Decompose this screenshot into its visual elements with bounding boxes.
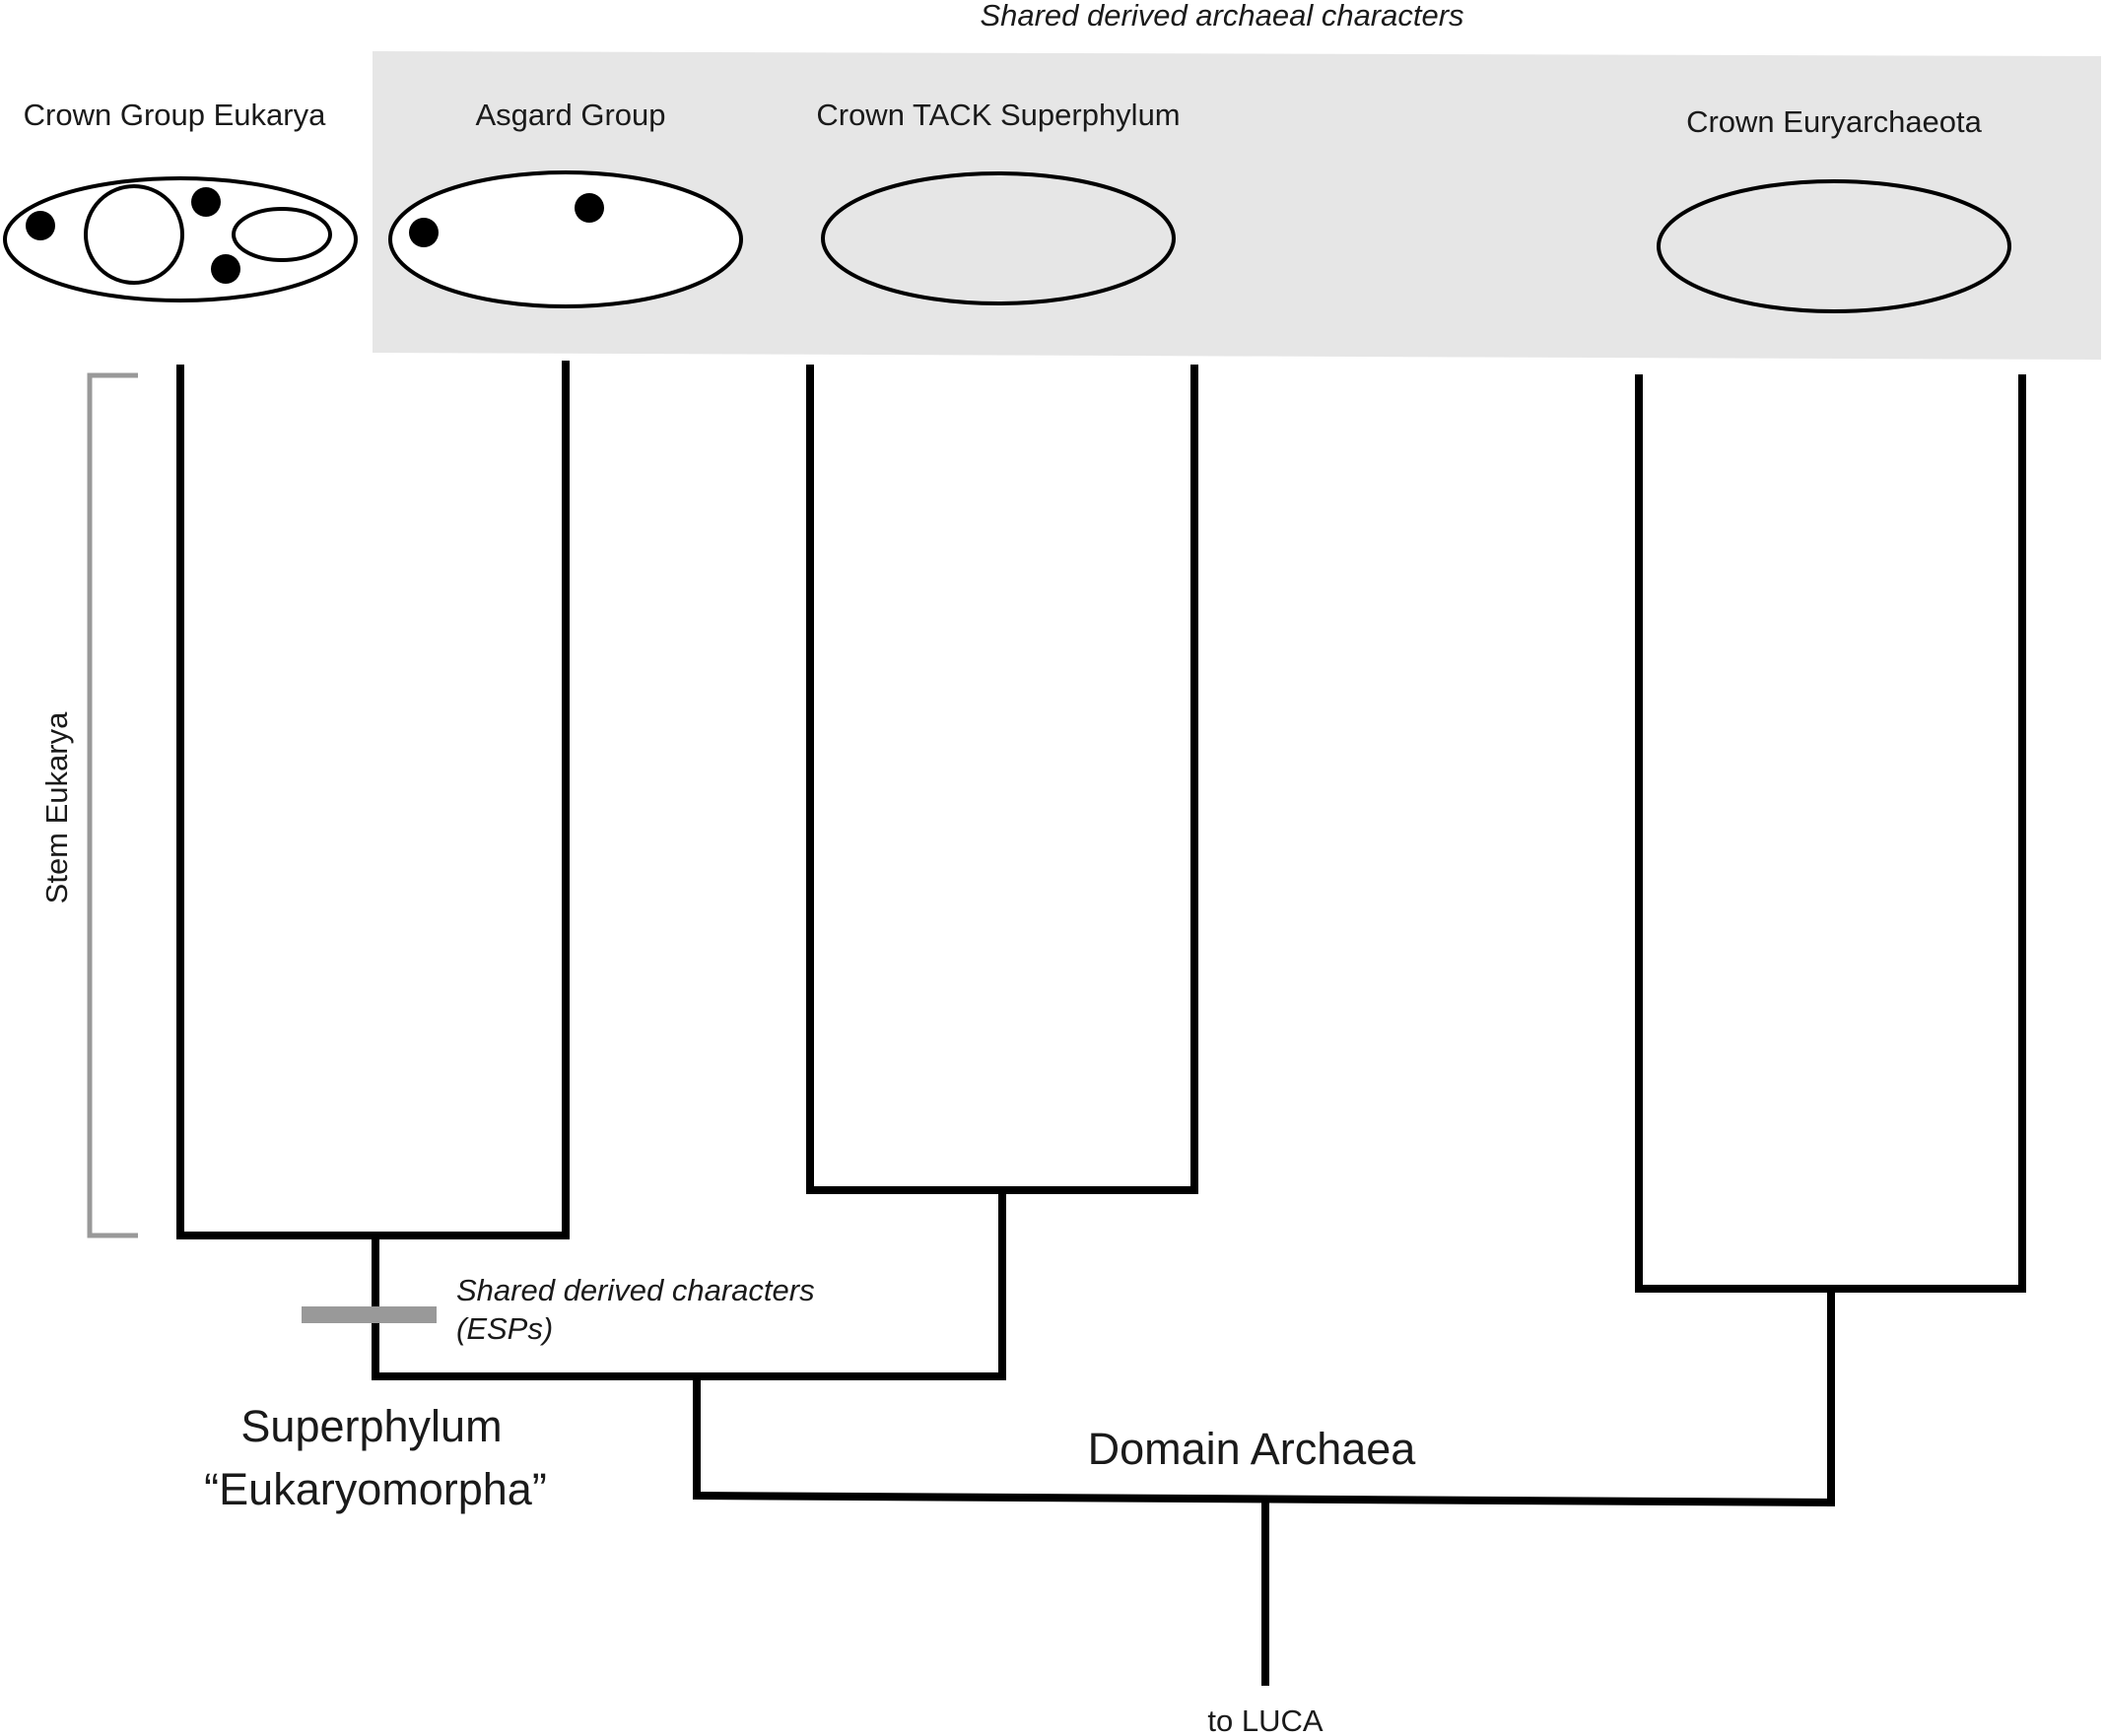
domain-archaea-label: Domain Archaea xyxy=(1088,1424,1417,1474)
dot-shape xyxy=(211,254,240,284)
branch-eukarya-asgard xyxy=(176,361,570,1239)
branch-tack xyxy=(806,365,1198,1194)
archaeal-shaded-region xyxy=(373,51,2101,360)
tree-branches xyxy=(176,361,2026,1686)
dot-shape xyxy=(409,218,439,247)
euryarchaeota-group-label: Crown Euryarchaeota xyxy=(1686,104,1983,139)
esps-label: (ESPs) xyxy=(456,1311,553,1346)
dot-shape xyxy=(575,193,604,223)
nucleus-shape xyxy=(84,184,184,285)
shared-derived-characters-label: Shared derived characters xyxy=(456,1273,815,1307)
branch-euryarchaeota xyxy=(1635,374,2026,1293)
eukarya-group-label: Crown Group Eukarya xyxy=(24,98,326,132)
dot-shape xyxy=(191,187,221,217)
tack-cell-icon xyxy=(821,171,1176,305)
eukarya-cell-icon xyxy=(3,176,358,302)
organelle-shape xyxy=(232,207,332,262)
branch-eukaryomorpha-tack xyxy=(372,1186,1006,1380)
to-luca-label: to LUCA xyxy=(1207,1703,1323,1736)
euryarchaeota-cell-icon xyxy=(1657,179,2011,313)
eukaryomorpha-label: “Eukaryomorpha” xyxy=(204,1464,547,1514)
shared-archaeal-characters-label: Shared derived archaeal characters xyxy=(980,0,1463,33)
superphylum-label: Superphylum xyxy=(240,1401,502,1451)
esp-bar xyxy=(302,1306,437,1323)
asgard-group-label: Asgard Group xyxy=(476,98,666,132)
stem-eukarya-label: Stem Eukarya xyxy=(39,711,74,903)
asgard-cell-icon xyxy=(388,170,743,308)
tack-group-label: Crown TACK Superphylum xyxy=(816,98,1180,132)
stem-eukarya-bracket xyxy=(87,372,138,1238)
dot-shape xyxy=(26,211,55,240)
